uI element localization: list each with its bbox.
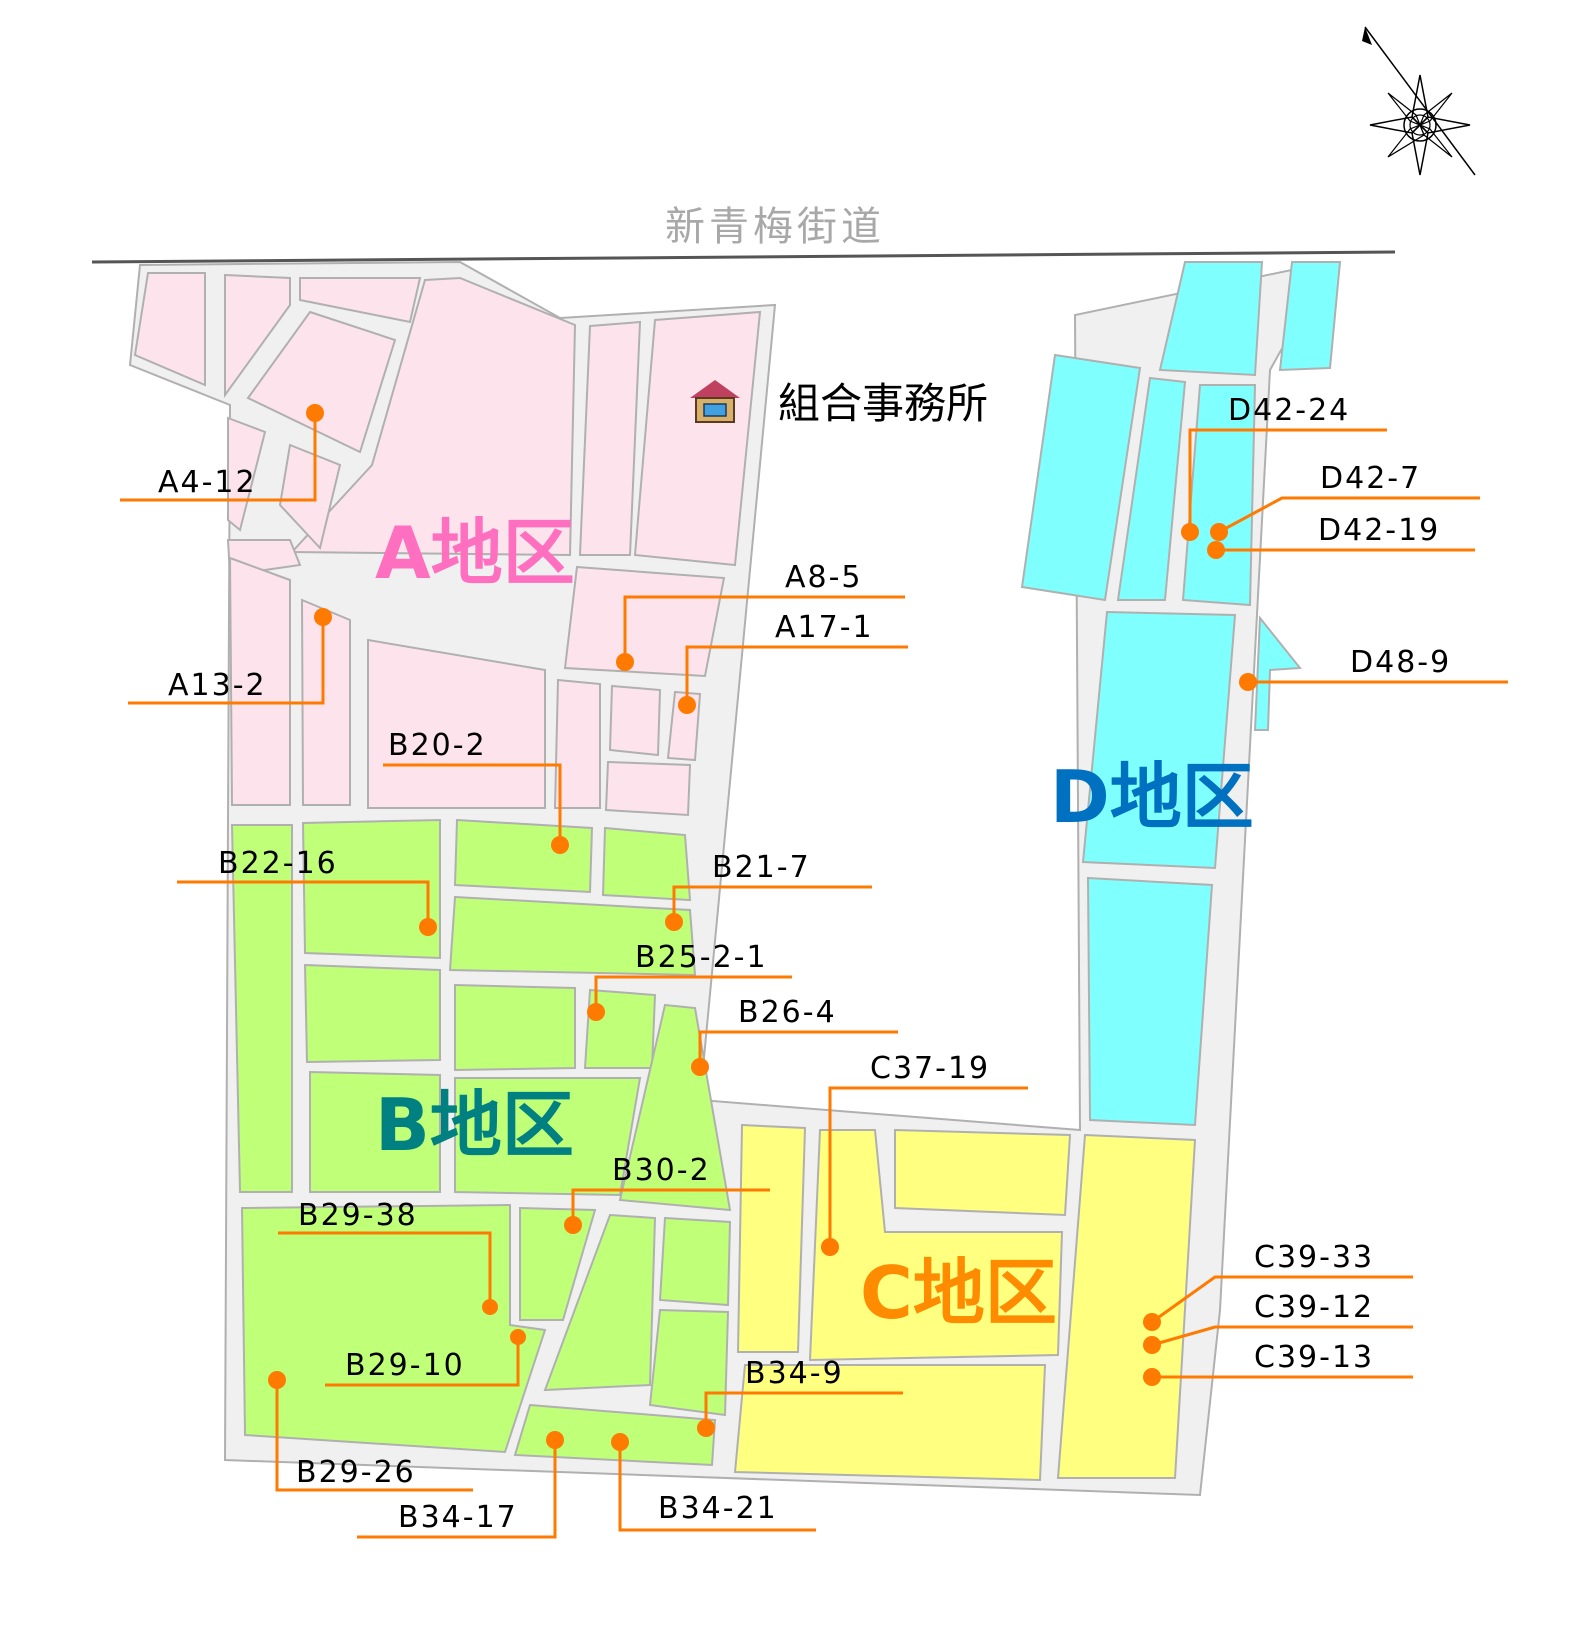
parcel-label: C39-33 <box>1254 1240 1374 1275</box>
road-name-label: 新青梅街道 <box>665 204 885 250</box>
zone-d-blocks <box>1020 261 1342 1127</box>
zone-c-blocks <box>733 1123 1197 1482</box>
district-label-c: C地区 <box>860 1251 1057 1335</box>
parcel-label: B30-2 <box>612 1153 711 1188</box>
parcel-label: C39-13 <box>1254 1340 1374 1375</box>
parcel-label: B25-2-1 <box>635 940 768 975</box>
parcel-callout[interactable]: A4-12 <box>120 404 324 502</box>
parcel-callout[interactable]: C39-13 <box>1143 1340 1413 1386</box>
parcel-callout[interactable]: B29-38 <box>278 1198 498 1315</box>
parcel-callout[interactable]: C39-12 <box>1143 1290 1413 1354</box>
district-label-d: D地区 <box>1050 755 1254 839</box>
parcel-callout[interactable]: D48-9 <box>1239 645 1508 691</box>
parcel-label: B29-26 <box>296 1455 416 1490</box>
parcel-callout[interactable]: B29-10 <box>325 1329 526 1387</box>
parcel-callout[interactable]: B26-4 <box>691 995 898 1076</box>
parcel-label: C37-19 <box>870 1051 990 1086</box>
parcel-label: C39-12 <box>1254 1290 1374 1325</box>
parcel-callout[interactable]: C39-33 <box>1143 1240 1413 1331</box>
parcel-label: B34-9 <box>745 1356 844 1391</box>
office-marker: 組合事務所 <box>690 379 988 428</box>
parcel-label: B29-10 <box>345 1348 465 1383</box>
parcel-label: B21-7 <box>712 850 811 885</box>
parcel-callout[interactable]: B25-2-1 <box>587 940 792 1021</box>
zone-a-blocks <box>133 272 762 817</box>
parcel-callout[interactable]: B34-17 <box>357 1431 564 1539</box>
parcel-label: D42-19 <box>1318 513 1440 548</box>
parcel-callout[interactable]: B21-7 <box>665 850 872 931</box>
district-label-a: A地区 <box>375 511 575 595</box>
parcel-callout[interactable]: D42-24 <box>1181 393 1387 541</box>
compass-rose-icon <box>1362 26 1476 176</box>
parcel-callout[interactable]: A8-5 <box>616 560 905 671</box>
parcel-callout[interactable]: B22-16 <box>177 846 437 936</box>
parcel-callout[interactable]: B30-2 <box>564 1153 770 1234</box>
district-label-b: B地区 <box>375 1083 574 1167</box>
parcel-callout[interactable]: B34-21 <box>611 1433 816 1532</box>
parcel-label: B34-17 <box>398 1500 518 1535</box>
parcel-callout[interactable]: D42-19 <box>1207 513 1475 559</box>
zone-b-blocks <box>230 818 732 1467</box>
parcel-callout[interactable]: B20-2 <box>383 728 569 854</box>
parcel-label: D42-7 <box>1320 461 1421 496</box>
parcel-label: B20-2 <box>388 728 487 763</box>
parcel-label: B26-4 <box>738 995 837 1030</box>
office-label: 組合事務所 <box>778 379 988 428</box>
parcel-label: A17-1 <box>775 610 874 645</box>
parcel-callout[interactable]: A17-1 <box>678 610 908 714</box>
parcel-callout[interactable]: D42-7 <box>1210 461 1480 541</box>
parcel-label: A13-2 <box>168 668 267 703</box>
parcel-callout[interactable]: C37-19 <box>821 1051 1028 1256</box>
parcel-label: A8-5 <box>785 560 863 595</box>
parcel-label: D42-24 <box>1228 393 1350 428</box>
parcel-label: B22-16 <box>218 846 338 881</box>
parcel-label: A4-12 <box>158 465 257 500</box>
parcel-callout[interactable]: A13-2 <box>128 608 332 705</box>
parcel-label: B29-38 <box>298 1198 418 1233</box>
house-icon <box>690 380 740 423</box>
road-line <box>91 250 1396 264</box>
parcel-label: D48-9 <box>1350 645 1451 680</box>
parcel-callout[interactable]: B29-26 <box>268 1371 473 1492</box>
parcel-label: B34-21 <box>658 1491 778 1526</box>
parcel-callout[interactable]: B34-9 <box>697 1356 903 1437</box>
